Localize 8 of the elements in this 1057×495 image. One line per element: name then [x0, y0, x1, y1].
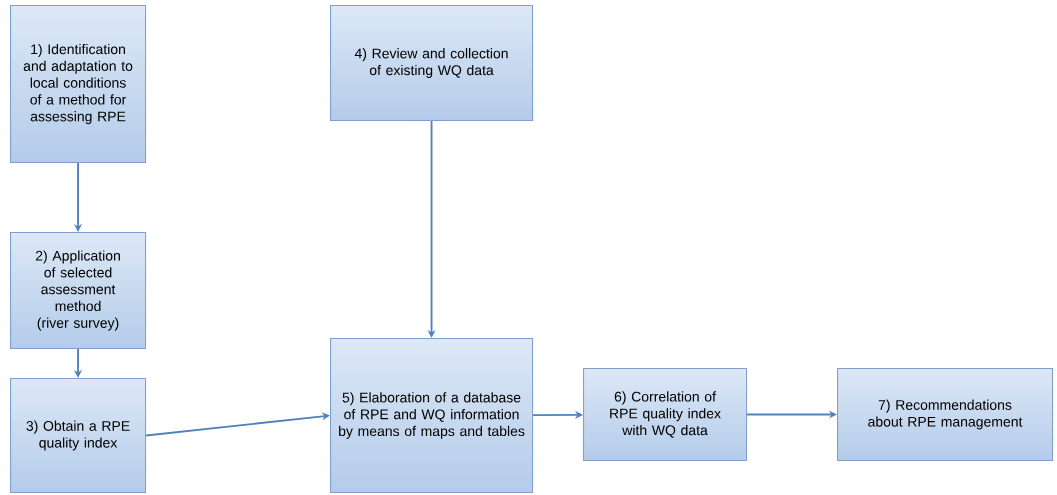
process-box: 7) Recommendations about RPE management — [837, 368, 1054, 462]
process-box: 5) Elaboration of a database of RPE and WQ information by means of maps and tables — [330, 338, 534, 494]
process-box: 2) Application of selected assessment method (river survey) — [10, 232, 147, 350]
arrow — [145, 412, 330, 437]
process-box: 1) Identification and adaptation to local conditions of a method for assessing RPE — [10, 5, 147, 164]
process-box: 6) Correlation of RPE quality index with WQ data — [583, 368, 748, 462]
process-box: 3) Obtain a RPE quality index — [10, 378, 147, 494]
process-box: 4) Review and collection of existing WQ data — [330, 5, 534, 122]
